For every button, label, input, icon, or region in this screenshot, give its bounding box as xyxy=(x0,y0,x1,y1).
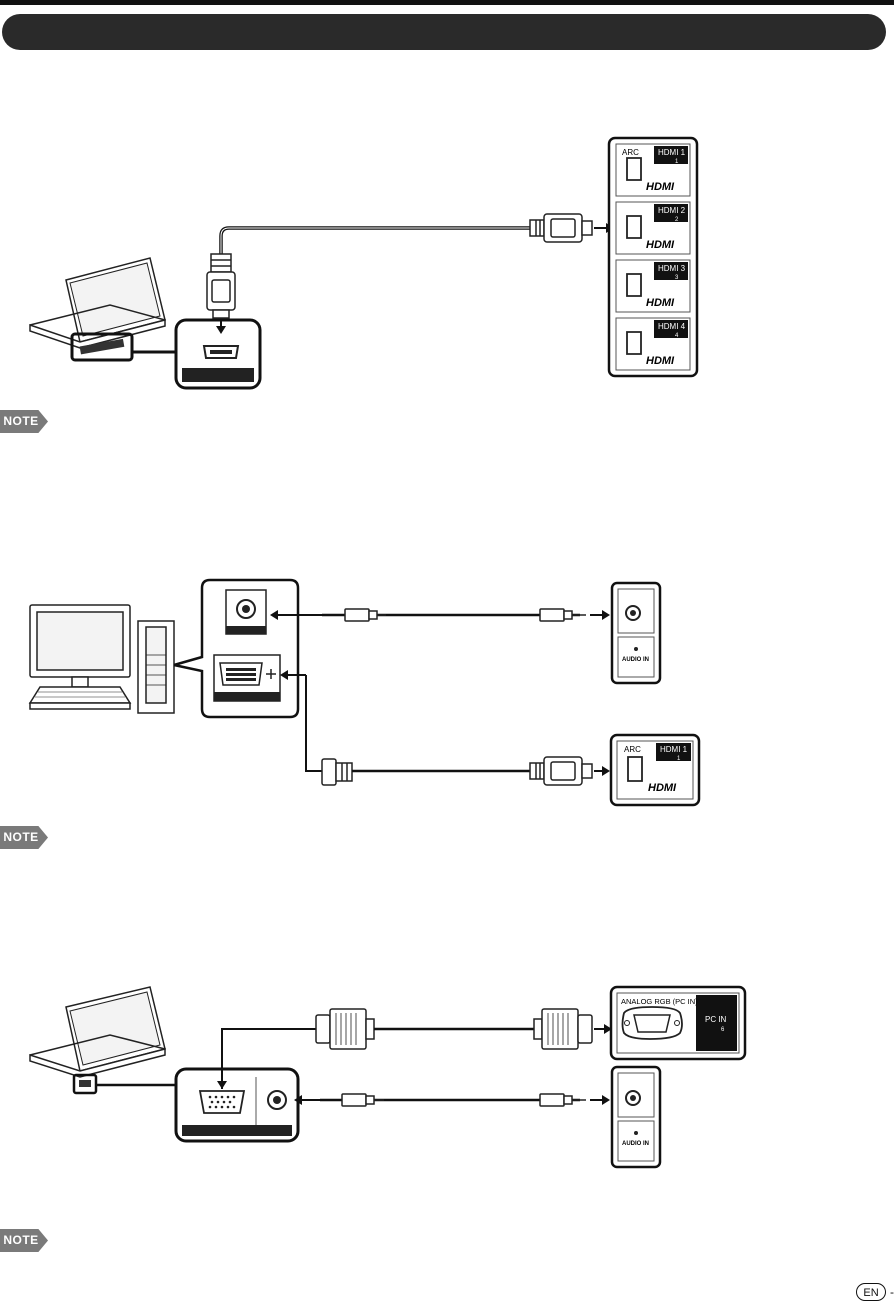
note-badge: NOTE xyxy=(0,1229,48,1252)
diagram-hdmi-connection: ARC HDMI 1 HDMI 2 HDMI 3 HDMI 4 1 2 3 4 … xyxy=(29,136,699,390)
tv-audio-in-panel xyxy=(610,1065,662,1169)
pc-in-label: PC IN xyxy=(705,1015,727,1024)
tv-hdmi1-panel xyxy=(609,733,701,807)
hdmi4-label: HDMI 4 xyxy=(658,322,686,331)
vga-plug-icon xyxy=(315,1008,375,1050)
tv-audio-in-panel xyxy=(610,581,662,685)
language-badge: EN xyxy=(856,1283,886,1301)
pc-ports-zoom xyxy=(173,578,300,719)
desktop-pc-icon xyxy=(28,604,175,714)
audio-plug-icon xyxy=(341,1093,384,1107)
top-rule xyxy=(0,0,894,5)
note-badge: NOTE xyxy=(0,826,48,849)
audio-in-label: AUDIO IN xyxy=(622,657,649,663)
tv-hdmi-panel xyxy=(607,136,699,378)
hdmi-logo: HDMI xyxy=(646,239,675,251)
dvi-plug-icon xyxy=(321,758,353,786)
audio-plug-icon xyxy=(539,608,586,622)
hdmi-logo: HDMI xyxy=(648,782,677,794)
hdmi-plug-icon xyxy=(206,253,236,319)
page-number-dash: - xyxy=(890,1285,894,1299)
hdmi3-num: 3 xyxy=(675,275,679,281)
hdmi1-label: HDMI 1 xyxy=(658,148,686,157)
laptop-hdmi-port-zoom xyxy=(174,318,262,390)
hdmi2-num: 2 xyxy=(675,217,679,223)
diagram-vga-connection: ANALOG RGB (PC IN) PC IN 6 AUDIO IN xyxy=(29,985,747,1169)
page-footer: EN - xyxy=(856,1282,894,1302)
hdmi1-num: 1 xyxy=(677,756,681,762)
hdmi4-num: 4 xyxy=(675,333,679,339)
hdmi1-num: 1 xyxy=(675,159,679,165)
diagram-dvi-connection: AUDIO IN ARC HDMI 1 1 HDMI xyxy=(28,578,701,807)
note-badge: NOTE xyxy=(0,410,48,433)
section-title-bar xyxy=(2,14,886,50)
pc-in-num: 6 xyxy=(721,1027,725,1033)
arc-label: ARC xyxy=(622,148,639,157)
audio-plug-icon xyxy=(539,1093,586,1107)
laptop-icon xyxy=(29,257,166,349)
arc-label: ARC xyxy=(624,745,641,754)
hdmi2-label: HDMI 2 xyxy=(658,206,686,215)
hdmi-plug-icon xyxy=(529,213,593,243)
laptop-icon xyxy=(29,986,166,1078)
laptop-vga-audio-zoom xyxy=(174,1067,300,1143)
vga-plug-icon xyxy=(533,1008,593,1050)
hdmi-logo: HDMI xyxy=(646,297,675,309)
hdmi-logo: HDMI xyxy=(646,355,675,367)
laptop-port-highlight xyxy=(70,332,134,362)
tv-pc-in-panel xyxy=(609,985,747,1061)
audio-plug-icon xyxy=(344,608,386,622)
analog-rgb-label: ANALOG RGB (PC IN) xyxy=(621,997,698,1006)
hdmi1-label: HDMI 1 xyxy=(660,745,688,754)
hdmi-plug-icon xyxy=(529,756,593,786)
hdmi-logo: HDMI xyxy=(646,181,675,193)
audio-in-label: AUDIO IN xyxy=(622,1141,649,1147)
hdmi3-label: HDMI 3 xyxy=(658,264,686,273)
